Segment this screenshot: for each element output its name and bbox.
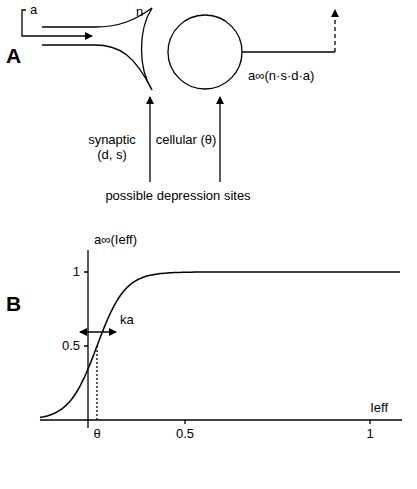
site-label: synaptic (d, s) bbox=[80, 132, 144, 162]
site-label: cellular (θ) bbox=[155, 132, 217, 147]
width-label: ka bbox=[120, 312, 134, 327]
axis-label: a∞(Ieff) bbox=[94, 232, 137, 247]
panel-letter: A bbox=[6, 44, 21, 68]
theta-line bbox=[96, 346, 97, 420]
ka-arrow bbox=[80, 331, 116, 332]
terminal-bottom bbox=[42, 45, 152, 90]
sigmoid-curve bbox=[40, 272, 400, 418]
cell-circle bbox=[168, 15, 242, 89]
terminal-face bbox=[142, 8, 153, 90]
output-arrow bbox=[334, 10, 335, 52]
cellular-arrow bbox=[219, 97, 220, 182]
terminal-top bbox=[42, 8, 152, 27]
output-label: a∞(n·s·d·a) bbox=[248, 68, 314, 83]
signal-name: a bbox=[30, 2, 37, 17]
x-ticks bbox=[185, 420, 370, 424]
signal-name: n bbox=[136, 4, 143, 19]
tick-label: 1 bbox=[73, 264, 80, 279]
site-caption: possible depression sites bbox=[105, 188, 250, 203]
output-line bbox=[242, 51, 335, 52]
y-ticks bbox=[84, 272, 88, 346]
axis-label: Ieff bbox=[370, 400, 388, 415]
tick-label: 0.5 bbox=[62, 338, 80, 353]
tick-label: 1 bbox=[366, 426, 373, 441]
tick-label: 0.5 bbox=[176, 426, 194, 441]
synaptic-arrow bbox=[149, 97, 150, 182]
x-axis bbox=[40, 419, 402, 420]
panel-letter: B bbox=[6, 292, 21, 316]
tick-label: θ bbox=[93, 426, 100, 441]
y-axis bbox=[87, 250, 88, 428]
